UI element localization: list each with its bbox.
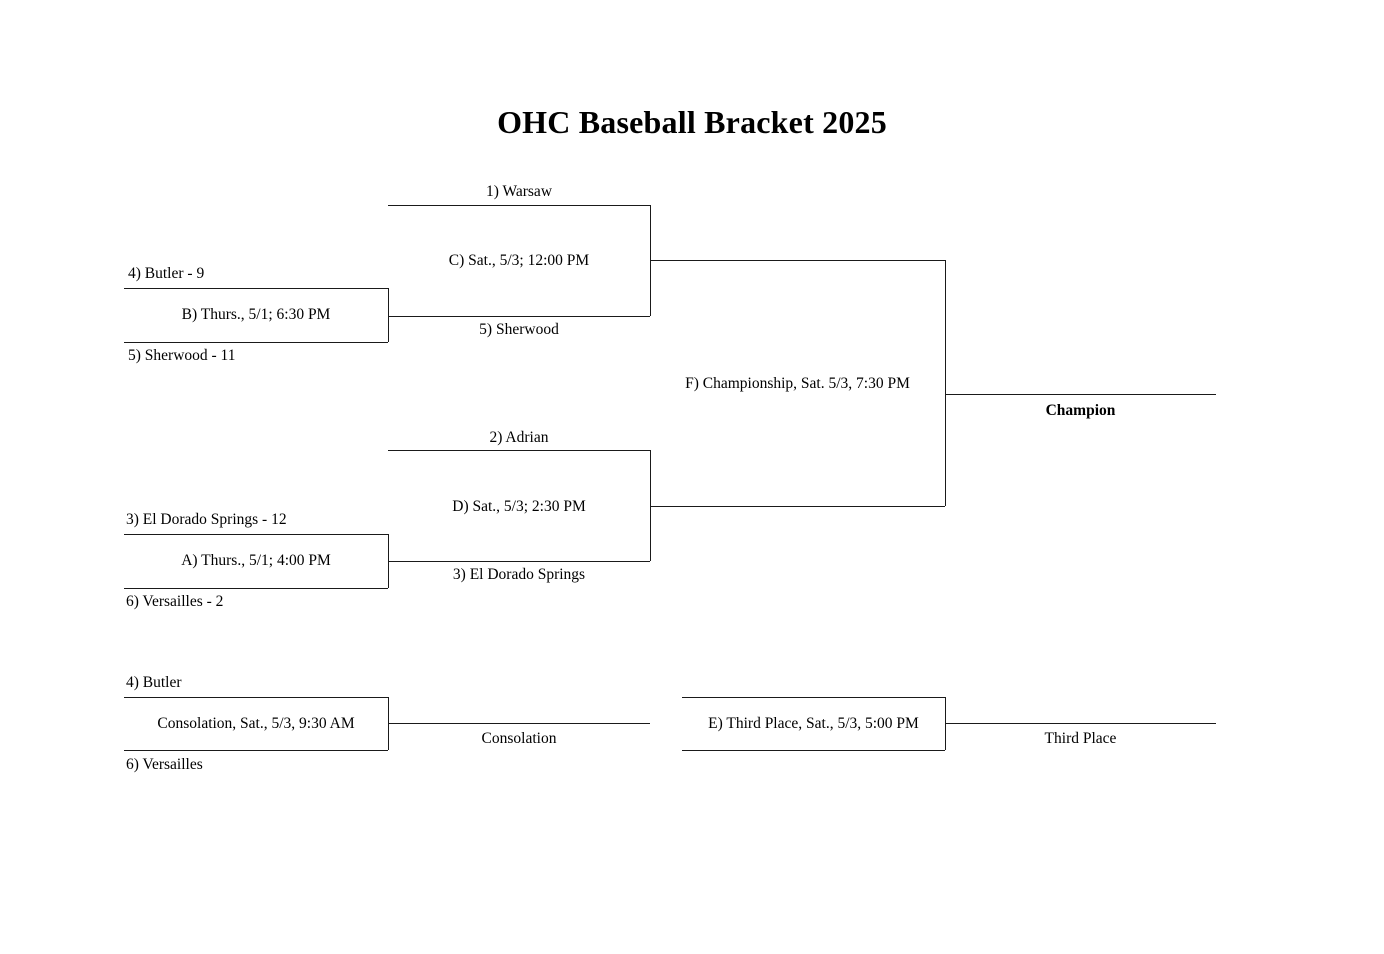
consolation-game-top-line — [124, 697, 388, 698]
round1-game-a-label: A) Thurs., 5/1; 4:00 PM — [181, 552, 331, 569]
consolation-outcome-label: Consolation — [481, 730, 557, 747]
consolation-winner-line — [388, 723, 650, 724]
round1-game-a-top-line — [124, 534, 388, 535]
round2-game-c-bottom-team: 5) Sherwood — [479, 321, 559, 338]
round1-game-b-top-line — [124, 288, 388, 289]
consolation-game-bottom-line — [124, 750, 388, 751]
round1-game-a-top-team: 3) El Dorado Springs - 12 — [126, 511, 287, 528]
round2-game-d-label: D) Sat., 5/3; 2:30 PM — [452, 498, 586, 515]
third-place-top-line — [682, 697, 945, 698]
final-bottom-line — [650, 506, 945, 507]
third-place-bottom-line — [682, 750, 945, 751]
round2-game-d-bottom-line — [388, 561, 650, 562]
round2-game-c-top-line — [388, 205, 650, 206]
final-right-edge — [945, 260, 946, 506]
round2-game-c-bottom-line — [388, 316, 650, 317]
champion-label: Champion — [1045, 402, 1116, 419]
consolation-game-label: Consolation, Sat., 5/3, 9:30 AM — [157, 715, 355, 732]
third-place-game-label: E) Third Place, Sat., 5/3, 5:00 PM — [708, 715, 919, 732]
round1-game-b-bottom-line — [124, 342, 388, 343]
consolation-top-team: 4) Butler — [126, 674, 182, 691]
third-place-winner-line — [945, 723, 1216, 724]
round1-game-b-label: B) Thurs., 5/1; 6:30 PM — [181, 306, 331, 323]
round2-game-d-bottom-team: 3) El Dorado Springs — [452, 566, 586, 583]
round2-game-d-top-line — [388, 450, 650, 451]
champion-line — [945, 394, 1216, 395]
round1-game-a-bottom-team: 6) Versailles - 2 — [126, 593, 224, 610]
round2-game-d-top-team: 2) Adrian — [489, 429, 549, 446]
consolation-bottom-team: 6) Versailles — [126, 756, 203, 773]
round2-game-d-right-edge — [650, 450, 651, 561]
third-place-outcome-label: Third Place — [1044, 730, 1117, 747]
round2-game-c-label: C) Sat., 5/3; 12:00 PM — [448, 252, 590, 269]
round1-game-b-bottom-team: 5) Sherwood - 11 — [128, 347, 236, 364]
round1-game-b-right-edge — [388, 288, 389, 342]
round2-game-c-top-team: 1) Warsaw — [485, 183, 553, 200]
final-game-label: F) Championship, Sat. 5/3, 7:30 PM — [685, 375, 910, 392]
page-title: OHC Baseball Bracket 2025 — [497, 104, 887, 140]
round1-game-b-top-team: 4) Butler - 9 — [128, 265, 205, 282]
final-top-line — [650, 260, 945, 261]
round1-game-a-bottom-line — [124, 588, 388, 589]
